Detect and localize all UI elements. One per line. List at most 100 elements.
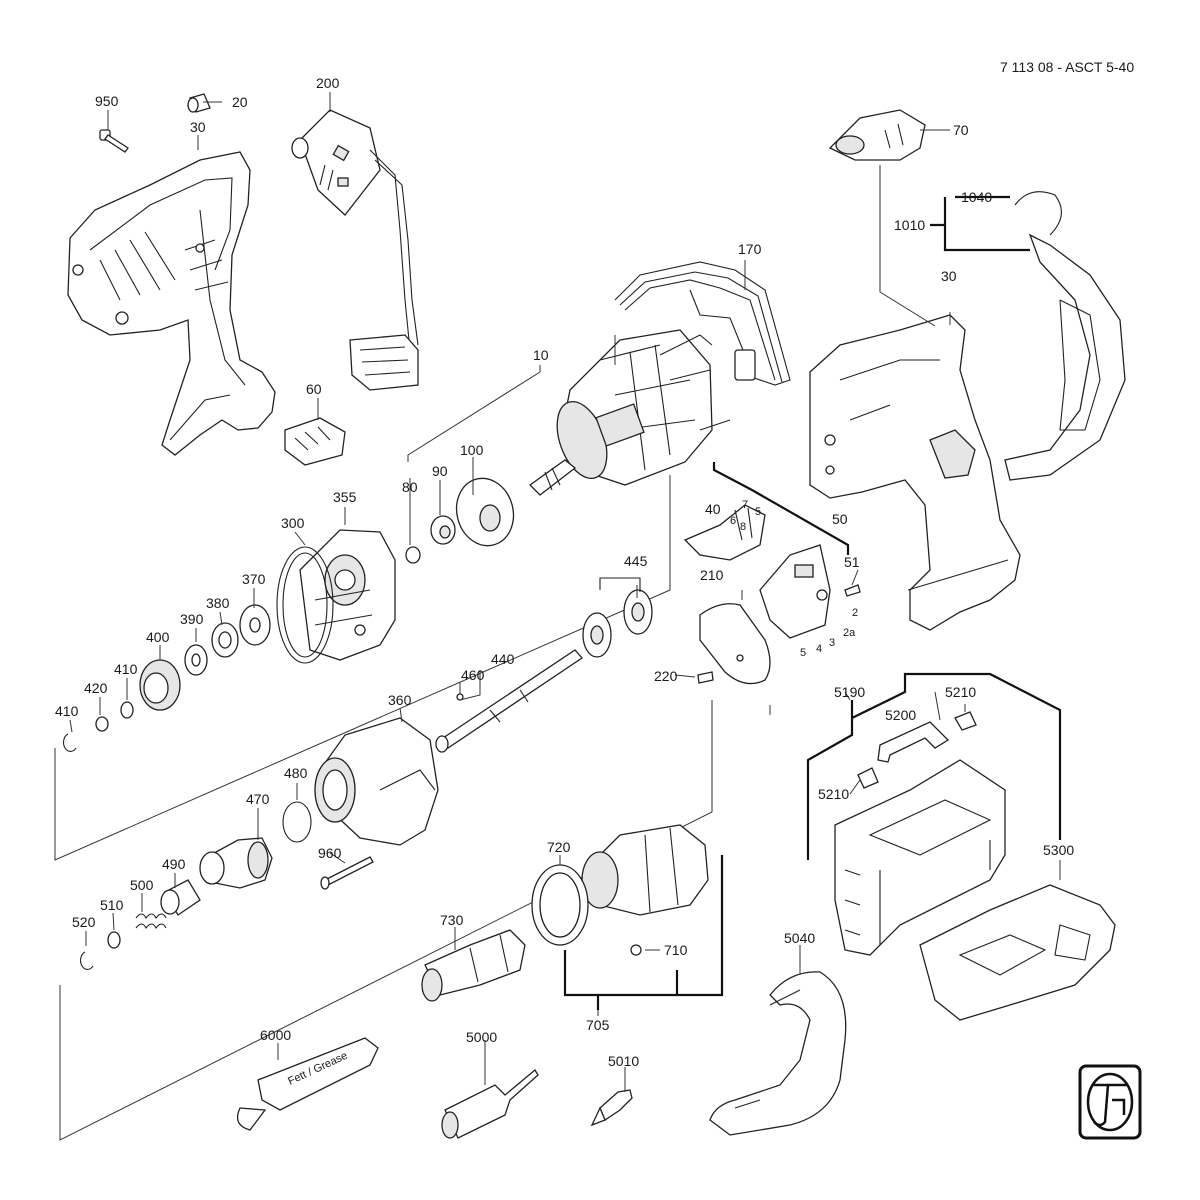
label-5-switch: 5 (800, 647, 806, 659)
left-housing-half (67, 151, 276, 456)
label-7: 7 (742, 499, 748, 511)
part-80-ring (405, 546, 421, 564)
group-line-gear (54, 475, 671, 861)
label-8: 8 (740, 521, 746, 533)
label-30-right: 30 (941, 268, 957, 284)
part-410-circlip (63, 733, 77, 752)
label-50: 50 (832, 511, 848, 527)
label-480: 480 (284, 765, 308, 781)
part-5190-carry-case (834, 759, 1006, 956)
document-header: 7 113 08 - ASCT 5-40 (1000, 59, 1134, 75)
part-1010-belt-hook (1004, 233, 1126, 481)
part-420-washer (95, 716, 109, 732)
label-5190: 5190 (834, 684, 865, 700)
label-390: 390 (180, 611, 204, 627)
label-445: 445 (624, 553, 648, 569)
label-355: 355 (333, 489, 357, 505)
part-440-spindle (435, 649, 583, 753)
label-300: 300 (281, 515, 305, 531)
part-170-wire-harness (614, 261, 791, 386)
label-51: 51 (844, 554, 860, 570)
part-200-circuit-board (291, 109, 419, 391)
part-5000-socket-adapter (441, 1069, 539, 1139)
label-90: 90 (432, 463, 448, 479)
label-2: 2 (852, 607, 858, 619)
label-40: 40 (705, 501, 721, 517)
label-220: 220 (654, 668, 678, 684)
part-220-screw (697, 671, 714, 684)
part-5210-latch-top (954, 711, 977, 731)
label-100: 100 (460, 442, 484, 458)
label-460: 460 (461, 667, 485, 683)
label-470: 470 (246, 791, 270, 807)
label-705: 705 (586, 1017, 610, 1033)
part-90-bearing (430, 515, 456, 545)
label-6: 6 (730, 515, 736, 527)
part-705-chuck-sleeve (581, 824, 709, 916)
label-380: 380 (206, 595, 230, 611)
part-10-motor (528, 329, 731, 496)
label-360: 360 (388, 692, 412, 708)
label-510: 510 (100, 897, 124, 913)
part-5300-case-insert (919, 884, 1116, 1021)
label-520: 520 (72, 914, 96, 930)
label-5040: 5040 (784, 930, 815, 946)
label-10: 10 (533, 347, 549, 363)
group-line-chuck (59, 700, 713, 1141)
part-5040-holster (709, 971, 847, 1136)
part-370-washer (239, 604, 271, 646)
label-3: 3 (829, 637, 835, 649)
label-30-left: 30 (190, 119, 206, 135)
part-70-cover (828, 109, 926, 161)
label-70: 70 (953, 122, 969, 138)
label-5000: 5000 (466, 1029, 497, 1045)
label-5210-left: 5210 (818, 786, 849, 802)
part-520-circlip (80, 951, 94, 970)
part-30-right-housing (809, 314, 1021, 631)
part-960-screw (320, 856, 374, 890)
label-5010: 5010 (608, 1053, 639, 1069)
part-1040-spring-clip (1014, 191, 1062, 236)
part-5210-latch-left (857, 767, 879, 789)
bracket-705 (563, 855, 724, 997)
label-1040: 1040 (961, 189, 992, 205)
part-950-screw (99, 129, 129, 153)
label-60: 60 (306, 381, 322, 397)
part-100-fan-disc (455, 477, 515, 547)
part-20-pin (187, 93, 211, 113)
part-730-bit-holder (421, 929, 526, 1002)
part-510-washer (107, 931, 121, 949)
part-300-gasket (276, 546, 334, 664)
part-5200-handle (877, 721, 950, 763)
label-5-contacts: 5 (755, 506, 761, 518)
part-60-connector (284, 417, 346, 466)
label-490: 490 (162, 856, 186, 872)
part-710-ball (630, 944, 642, 956)
label-210: 210 (700, 567, 724, 583)
label-410-gear: 410 (114, 661, 138, 677)
label-80: 80 (402, 479, 418, 495)
part-470-sleeve (199, 837, 273, 889)
bracket-5190 (806, 672, 1062, 860)
label-2a: 2a (843, 627, 856, 639)
label-1010: 1010 (894, 217, 925, 233)
label-5300: 5300 (1043, 842, 1074, 858)
part-445-planet-gears (582, 577, 653, 658)
part-380-needle-bearing (211, 622, 239, 658)
part-400-gear (139, 659, 181, 711)
part-360-gear-head (314, 717, 439, 846)
label-4: 4 (816, 643, 822, 655)
part-40-switch-contacts (683, 504, 766, 561)
label-410-clip: 410 (55, 703, 79, 719)
label-420: 420 (84, 680, 108, 696)
bracket-50 (712, 462, 850, 555)
part-6000-grease-tube: Fett / Grease (236, 1037, 379, 1131)
label-5200: 5200 (885, 707, 916, 723)
fein-logo (1078, 1064, 1142, 1140)
bracket-1010 (930, 195, 1030, 252)
label-500: 500 (130, 877, 154, 893)
part-500-spring (135, 913, 167, 930)
label-5210-top: 5210 (945, 684, 976, 700)
